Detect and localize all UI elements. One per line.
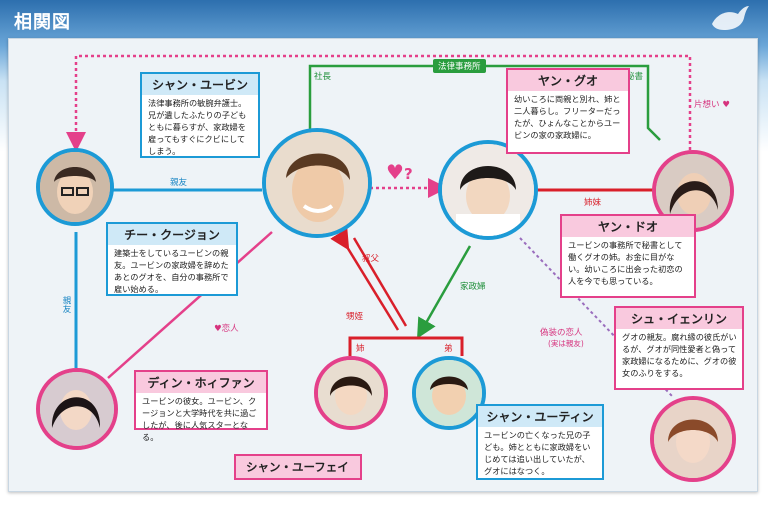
lover-label: ♥恋人 [214, 324, 239, 334]
name-yu-fei: シャン・ユーフェイ [234, 454, 362, 480]
heart-icon: ♥ [386, 160, 404, 184]
avatar-shu [650, 396, 736, 482]
heart-icon: ♥ [214, 324, 222, 334]
nephew-niece-label: 甥姪 [346, 312, 364, 322]
card-shu: シュ・イェンリン グオの親友。腐れ縁の彼氏がいるが、グオが同性愛者と偽って家政婦… [614, 306, 744, 390]
uncle-line-a [330, 228, 400, 331]
fake-lover-label: 偽装の恋人 [540, 328, 583, 338]
desc-guo: 幼いころに両親と別れ、姉と二人暮らし。フリーターだったが、ひょんなことからユービ… [514, 94, 621, 140]
fake-lover-note: (実は親友) [548, 339, 584, 348]
name-dao: ヤン・ドオ [562, 216, 694, 237]
heart-question-mark: ♥? [386, 160, 413, 184]
desc-dao: ユービンの事務所で秘書として働くグオの姉。お金に目がない。幼いころに出会った初恋… [568, 240, 683, 286]
lover-line [107, 231, 273, 379]
name-ding: ディン・ホィファン [136, 372, 266, 393]
best-friend-h-label: 親友 [170, 178, 188, 188]
uncle-label: 叔父 [362, 254, 380, 264]
card-chi: チー・クージョン 建築士をしているユービンの親友。ユービンの家政婦を辞めたあとの… [106, 222, 238, 296]
president-label: 社長 [314, 72, 332, 82]
desc-ding: ユービンの彼女。ユービン、クージョンと大学時代を共に過ごしたが、後に人気スターと… [142, 396, 257, 442]
avatar-yu-fei [314, 356, 388, 430]
card-ding: ディン・ホィファン ユービンの彼女。ユービン、クージョンと大学時代を共に過ごした… [134, 370, 268, 442]
sisters-label: 姉妹 [584, 198, 602, 208]
name-guo: ヤン・グオ [508, 70, 628, 91]
best-friend-v-label: 親友 [61, 296, 71, 313]
law-office-tag: 法律事務所 [433, 59, 486, 73]
crush-label: 片想い ♥ [694, 100, 730, 110]
desc-yu-ting: ユービンの亡くなった兄の子ども。姉とともに家政婦をいじめては追い出していたが、グ… [484, 430, 591, 476]
heart-icon: ♥ [722, 100, 730, 110]
children-bracket [348, 336, 464, 356]
card-guo: ヤン・グオ 幼いころに両親と別れ、姉と二人暮らし。フリーターだったが、ひょんなこ… [506, 68, 630, 154]
card-yu-ting: シャン・ユーティン ユービンの亡くなった兄の子ども。姉とともに家政婦をいじめては… [476, 404, 604, 480]
desc-chi: 建築士をしているユービンの親友。ユービンの家政婦を辞めたあとのグオを、自分の事務… [114, 248, 229, 294]
name-chi: チー・クージョン [108, 224, 236, 245]
younger-brother-label: 弟 [444, 344, 453, 354]
avatar-guo [438, 140, 538, 240]
housekeeper-line [417, 245, 472, 339]
crush-line [66, 54, 692, 152]
housekeeper-label: 家政婦 [460, 282, 486, 292]
name-yu-ting: シャン・ユーティン [478, 406, 602, 427]
card-dao: ヤン・ドオ ユービンの事務所で秘書として働くグオの姉。お金に目がない。幼いころに… [560, 214, 696, 298]
law-office-line [308, 64, 661, 141]
avatar-yu-bin [262, 128, 372, 238]
uncle-line-b [352, 237, 408, 327]
name-yu-bin: シャン・ユービン [142, 74, 258, 95]
avatar-chi [36, 148, 114, 226]
desc-shu: グオの親友。腐れ縁の彼氏がいるが、グオが同性愛者と偽って家政婦になるために、グオ… [622, 332, 737, 378]
avatar-yu-ting [412, 356, 486, 430]
older-sister-label: 姉 [356, 344, 365, 354]
desc-yu-bin: 法律事務所の敏腕弁護士。兄が遺したふたりの子どもともに暮らすが、家政婦を雇っても… [148, 98, 247, 156]
page-title: 相関図 [14, 12, 71, 33]
dove-icon [712, 6, 749, 30]
name-shu: シュ・イェンリン [616, 308, 742, 329]
secretary-label: 秘書 [626, 72, 644, 82]
card-yu-bin: シャン・ユービン 法律事務所の敏腕弁護士。兄が遺したふたりの子どもともに暮らすが… [140, 72, 260, 158]
avatar-ding [36, 368, 118, 450]
